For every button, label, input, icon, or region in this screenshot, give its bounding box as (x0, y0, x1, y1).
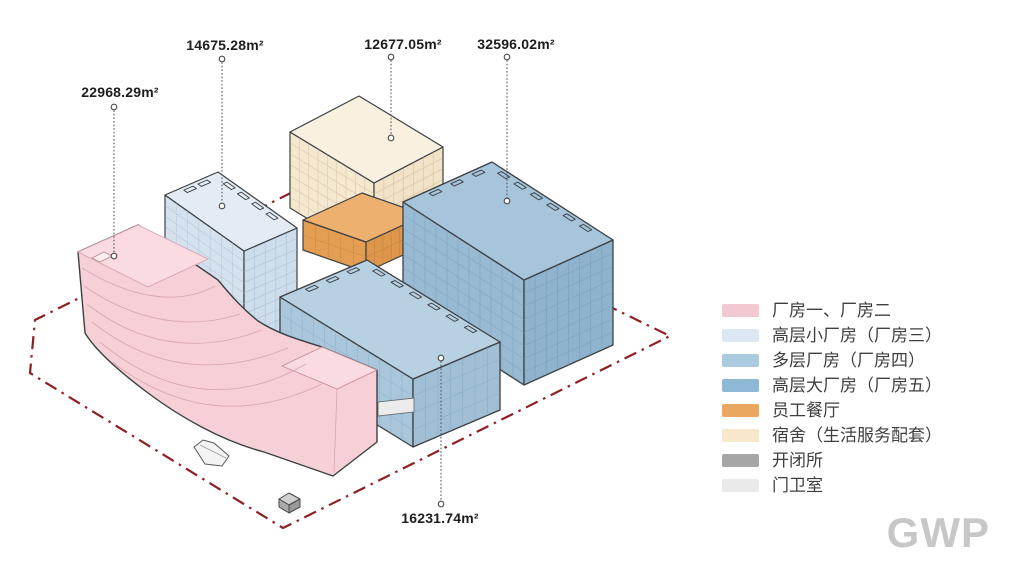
rooftop-vent (427, 302, 441, 311)
factory-1-2-terrace-contours (81, 267, 338, 473)
gatehouse-body (193, 439, 230, 467)
rooftop-vent (463, 325, 478, 334)
area-label-dormitory: 12677.05m² (364, 36, 442, 52)
legend: 厂房一、厂房二 高层小厂房（厂房三） 多层厂房（厂房四） 高层大厂房（厂房五） … (722, 301, 942, 495)
legend-item-label: 开闭所 (772, 451, 823, 470)
legend-item-label: 宿舍（生活服务配套） (772, 426, 942, 445)
legend-item: 开闭所 (722, 451, 942, 470)
rooftop-vent (390, 280, 404, 288)
facade-window-grid (523, 245, 614, 380)
area-label-factory-1-2: 22968.29m² (81, 84, 159, 100)
rooftop-vent (562, 213, 576, 222)
rooftop-vent (251, 201, 265, 211)
area-label-factory-5: 32596.02m² (477, 36, 555, 52)
legend-item: 宿舍（生活服务配套） (722, 426, 942, 445)
rooftop-vent (445, 314, 459, 322)
leader-endpoints (110, 53, 511, 508)
legend-color-swatch (722, 404, 759, 417)
gwp-logo: GWP (886, 509, 990, 556)
rooftop-vent (513, 181, 527, 190)
rooftop-vent (408, 291, 423, 300)
building-gatehouse (193, 439, 230, 467)
rooftop-vent (222, 181, 236, 190)
rooftop-vent (450, 179, 464, 187)
rooftop-vent (529, 192, 544, 201)
legend-item: 高层小厂房（厂房三） (722, 326, 942, 345)
rooftop-vent (183, 185, 197, 193)
gatehouse-roof-edge (199, 444, 227, 459)
legend-color-swatch (722, 329, 759, 342)
link-bridge (377, 397, 415, 417)
legend-color-swatch (722, 304, 759, 317)
rooftop-vent (471, 169, 486, 177)
legend-item: 高层大厂房（厂房五） (722, 376, 942, 395)
rooftop-vent (197, 179, 211, 187)
legend-item-label: 多层厂房（厂房四） (772, 351, 925, 370)
legend-item-label: 高层小厂房（厂房三） (772, 326, 942, 345)
legend-item-label: 厂房一、厂房二 (772, 301, 891, 320)
factory-5-roof (402, 161, 614, 281)
leader-lines (113, 56, 508, 505)
rooftop-vent (372, 268, 386, 277)
area-label-factory-3: 14675.28m² (186, 37, 264, 53)
facade-window-grid (302, 224, 367, 268)
legend-color-swatch (722, 354, 759, 367)
rooftop-vent (265, 211, 279, 221)
legend-color-swatch (722, 454, 759, 467)
rooftop-vent (236, 191, 250, 201)
building-factory-1-2 (76, 224, 379, 477)
legend-item: 多层厂房（厂房四） (722, 351, 942, 370)
rooftop-vent (579, 223, 593, 232)
rooftop-vent (428, 188, 443, 197)
legend-item: 门卫室 (722, 476, 942, 495)
legend-item-label: 门卫室 (772, 476, 823, 495)
facade-window-grid (412, 347, 501, 442)
factory-1-2-roof (76, 224, 210, 288)
legend-item: 厂房一、厂房二 (722, 301, 942, 320)
rooftop-vent (546, 202, 560, 211)
factory-3-roof (164, 171, 298, 252)
legend-item-label: 高层大厂房（厂房五） (772, 376, 942, 395)
switch-station-wall-right (288, 498, 301, 514)
rooftop-vent (346, 267, 361, 275)
area-label-factory-4: 16231.74m² (401, 510, 479, 526)
rooftop-vent (325, 276, 340, 284)
legend-color-swatch (722, 479, 759, 492)
factory-1-2-tower-roof (280, 346, 379, 390)
factory-1-2-massing (77, 224, 378, 477)
legend-color-swatch (722, 379, 759, 392)
facade-window-grid (365, 218, 426, 269)
building-switch-station (278, 492, 301, 514)
legend-item-label: 员工餐厅 (772, 401, 840, 420)
legend-color-swatch (722, 429, 759, 442)
legend-item: 员工餐厅 (722, 401, 942, 420)
rooftop-vent (305, 284, 319, 292)
